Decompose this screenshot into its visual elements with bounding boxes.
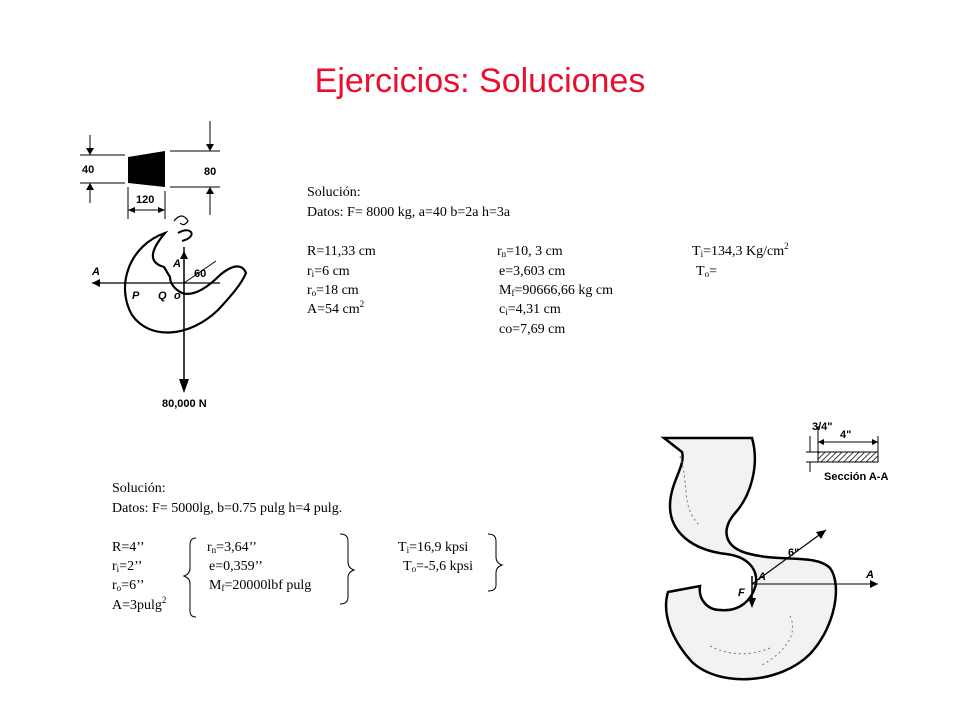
p1-ci: ci=4,31 cm bbox=[499, 302, 561, 317]
p1-area: A=54 cm2 bbox=[307, 299, 365, 318]
p1-co: co=7,69 cm bbox=[499, 322, 566, 337]
point-q: Q bbox=[158, 290, 167, 302]
p1-ro: ro=18 cm bbox=[307, 283, 359, 298]
angle-60-label: 60 bbox=[194, 268, 206, 280]
hook-figure-2: 4" 3/4" Sección A-A 6" A F A bbox=[660, 421, 888, 681]
dim-80-label: 80 bbox=[204, 166, 216, 178]
point-a-top: A bbox=[172, 258, 181, 270]
p2-rn: rn=3,64’’ bbox=[207, 540, 257, 555]
p2-e: e=0,359’’ bbox=[209, 559, 263, 574]
dim-40-label: 40 bbox=[82, 164, 94, 176]
p1-ti: Ti=134,3 Kg/cm2 bbox=[692, 241, 789, 260]
hook-body-1 bbox=[123, 230, 248, 334]
point-o: o bbox=[174, 290, 181, 302]
p1-rn: rn=10, 3 cm bbox=[497, 244, 563, 259]
force-label: F bbox=[738, 587, 745, 599]
p2-datos: Datos: F= 5000lg, b=0.75 pulg h=4 pulg. bbox=[112, 501, 343, 516]
hook-body-2 bbox=[660, 436, 838, 681]
dim-120-label: 120 bbox=[136, 194, 154, 206]
point-a-left: A bbox=[91, 266, 100, 278]
p1-r: R=11,33 cm bbox=[307, 244, 376, 259]
point-a-right: A bbox=[865, 569, 874, 581]
bracket-right bbox=[487, 533, 504, 592]
bracket-middle bbox=[339, 533, 356, 605]
p2-ro: ro=6’’ bbox=[112, 578, 145, 593]
load-label: 80,000 N bbox=[162, 398, 207, 410]
section-label: Sección A-A bbox=[824, 471, 888, 483]
p1-datos: Datos: F= 8000 kg, a=40 b=2a h=3a bbox=[307, 205, 511, 220]
radius-label: 6" bbox=[788, 547, 799, 559]
p1-e: e=3,603 cm bbox=[499, 264, 566, 279]
hook-figure-1: 40 80 120 A A 60 P Q o 80,000 N bbox=[80, 121, 248, 410]
p1-to: To= bbox=[696, 264, 717, 279]
section-rect bbox=[817, 451, 879, 463]
bracket-left bbox=[182, 537, 197, 618]
point-a-left-2: A bbox=[757, 571, 766, 583]
point-p: P bbox=[132, 290, 140, 302]
p2-r: R=4’’ bbox=[112, 540, 145, 555]
p1-mf: Mf=90666,66 kg cm bbox=[499, 283, 613, 298]
p2-ti: Ti=16,9 kpsi bbox=[398, 540, 469, 555]
dim-34in-label: 3/4" bbox=[812, 421, 833, 433]
p2-ri: ri=2’’ bbox=[112, 559, 143, 574]
p2-area: A=3pulg2 bbox=[112, 595, 167, 614]
p2-heading: Solución: bbox=[112, 481, 166, 496]
p2-to: To=-5,6 kpsi bbox=[403, 559, 473, 574]
p1-heading: Solución: bbox=[307, 185, 361, 200]
p1-ri: ri=6 cm bbox=[307, 264, 350, 279]
dim-4in-label: 4" bbox=[840, 429, 851, 441]
slide-title: Ejercicios: Soluciones bbox=[314, 62, 646, 100]
p2-mf: Mf=20000lbf pulg bbox=[209, 578, 312, 593]
trapezoid-section bbox=[128, 151, 165, 187]
